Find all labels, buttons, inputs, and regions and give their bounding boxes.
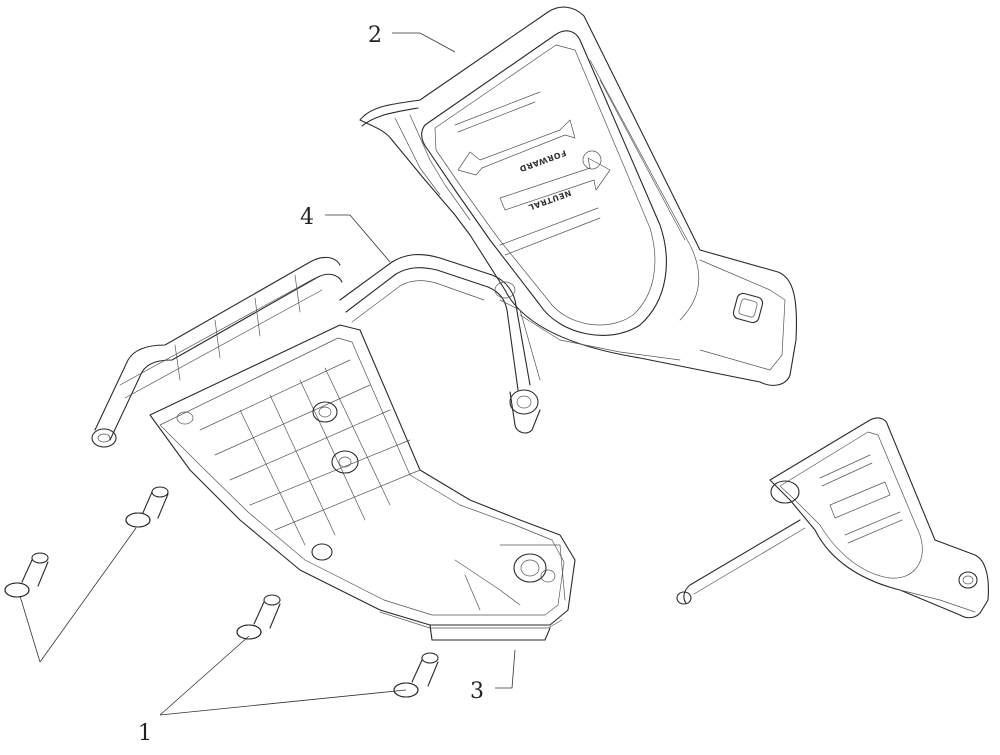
- callout-1: 1: [138, 721, 152, 746]
- leader-1c: [19, 595, 41, 663]
- leader-3: [495, 649, 516, 689]
- part-2-cover-plate: FORWARD NEUTRAL: [359, 6, 797, 386]
- part-4-shift-lever: [339, 253, 541, 434]
- callout-4: 4: [300, 205, 314, 230]
- assembled-inset-view: [676, 417, 989, 619]
- leader-1b: [159, 635, 250, 716]
- rivet-b: [4, 552, 49, 598]
- part-3-bracket-housing: [91, 256, 576, 641]
- leader-lines: [19, 32, 516, 716]
- decal-forward-text: FORWARD: [518, 148, 567, 173]
- part-1-rivets: [4, 486, 439, 698]
- leader-4: [325, 214, 391, 263]
- leader-2: [392, 32, 456, 53]
- leader-1d: [39, 527, 137, 663]
- rivet-c: [236, 594, 281, 640]
- callout-2: 2: [368, 23, 382, 48]
- leader-1a: [159, 689, 407, 716]
- rivet-a: [125, 486, 169, 528]
- callout-3: 3: [470, 679, 484, 704]
